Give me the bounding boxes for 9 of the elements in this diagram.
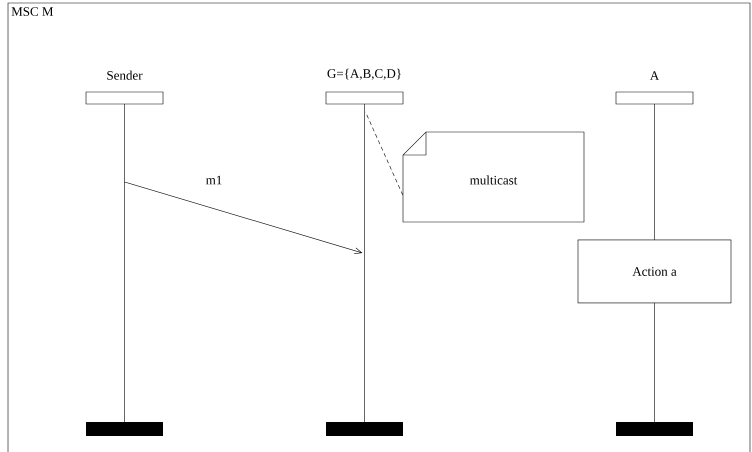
leader-line: [365, 112, 404, 196]
frame-title: MSC M: [12, 7, 54, 16]
comment-note: multicast: [402, 132, 584, 222]
instance-name: Sender: [107, 70, 142, 80]
message-label: m1: [204, 174, 224, 186]
instance-name: A: [650, 71, 660, 80]
instance-name: G={A,B,C,D}: [328, 68, 401, 80]
action-box: Action a: [578, 240, 732, 304]
message-arrow: [124, 182, 362, 254]
